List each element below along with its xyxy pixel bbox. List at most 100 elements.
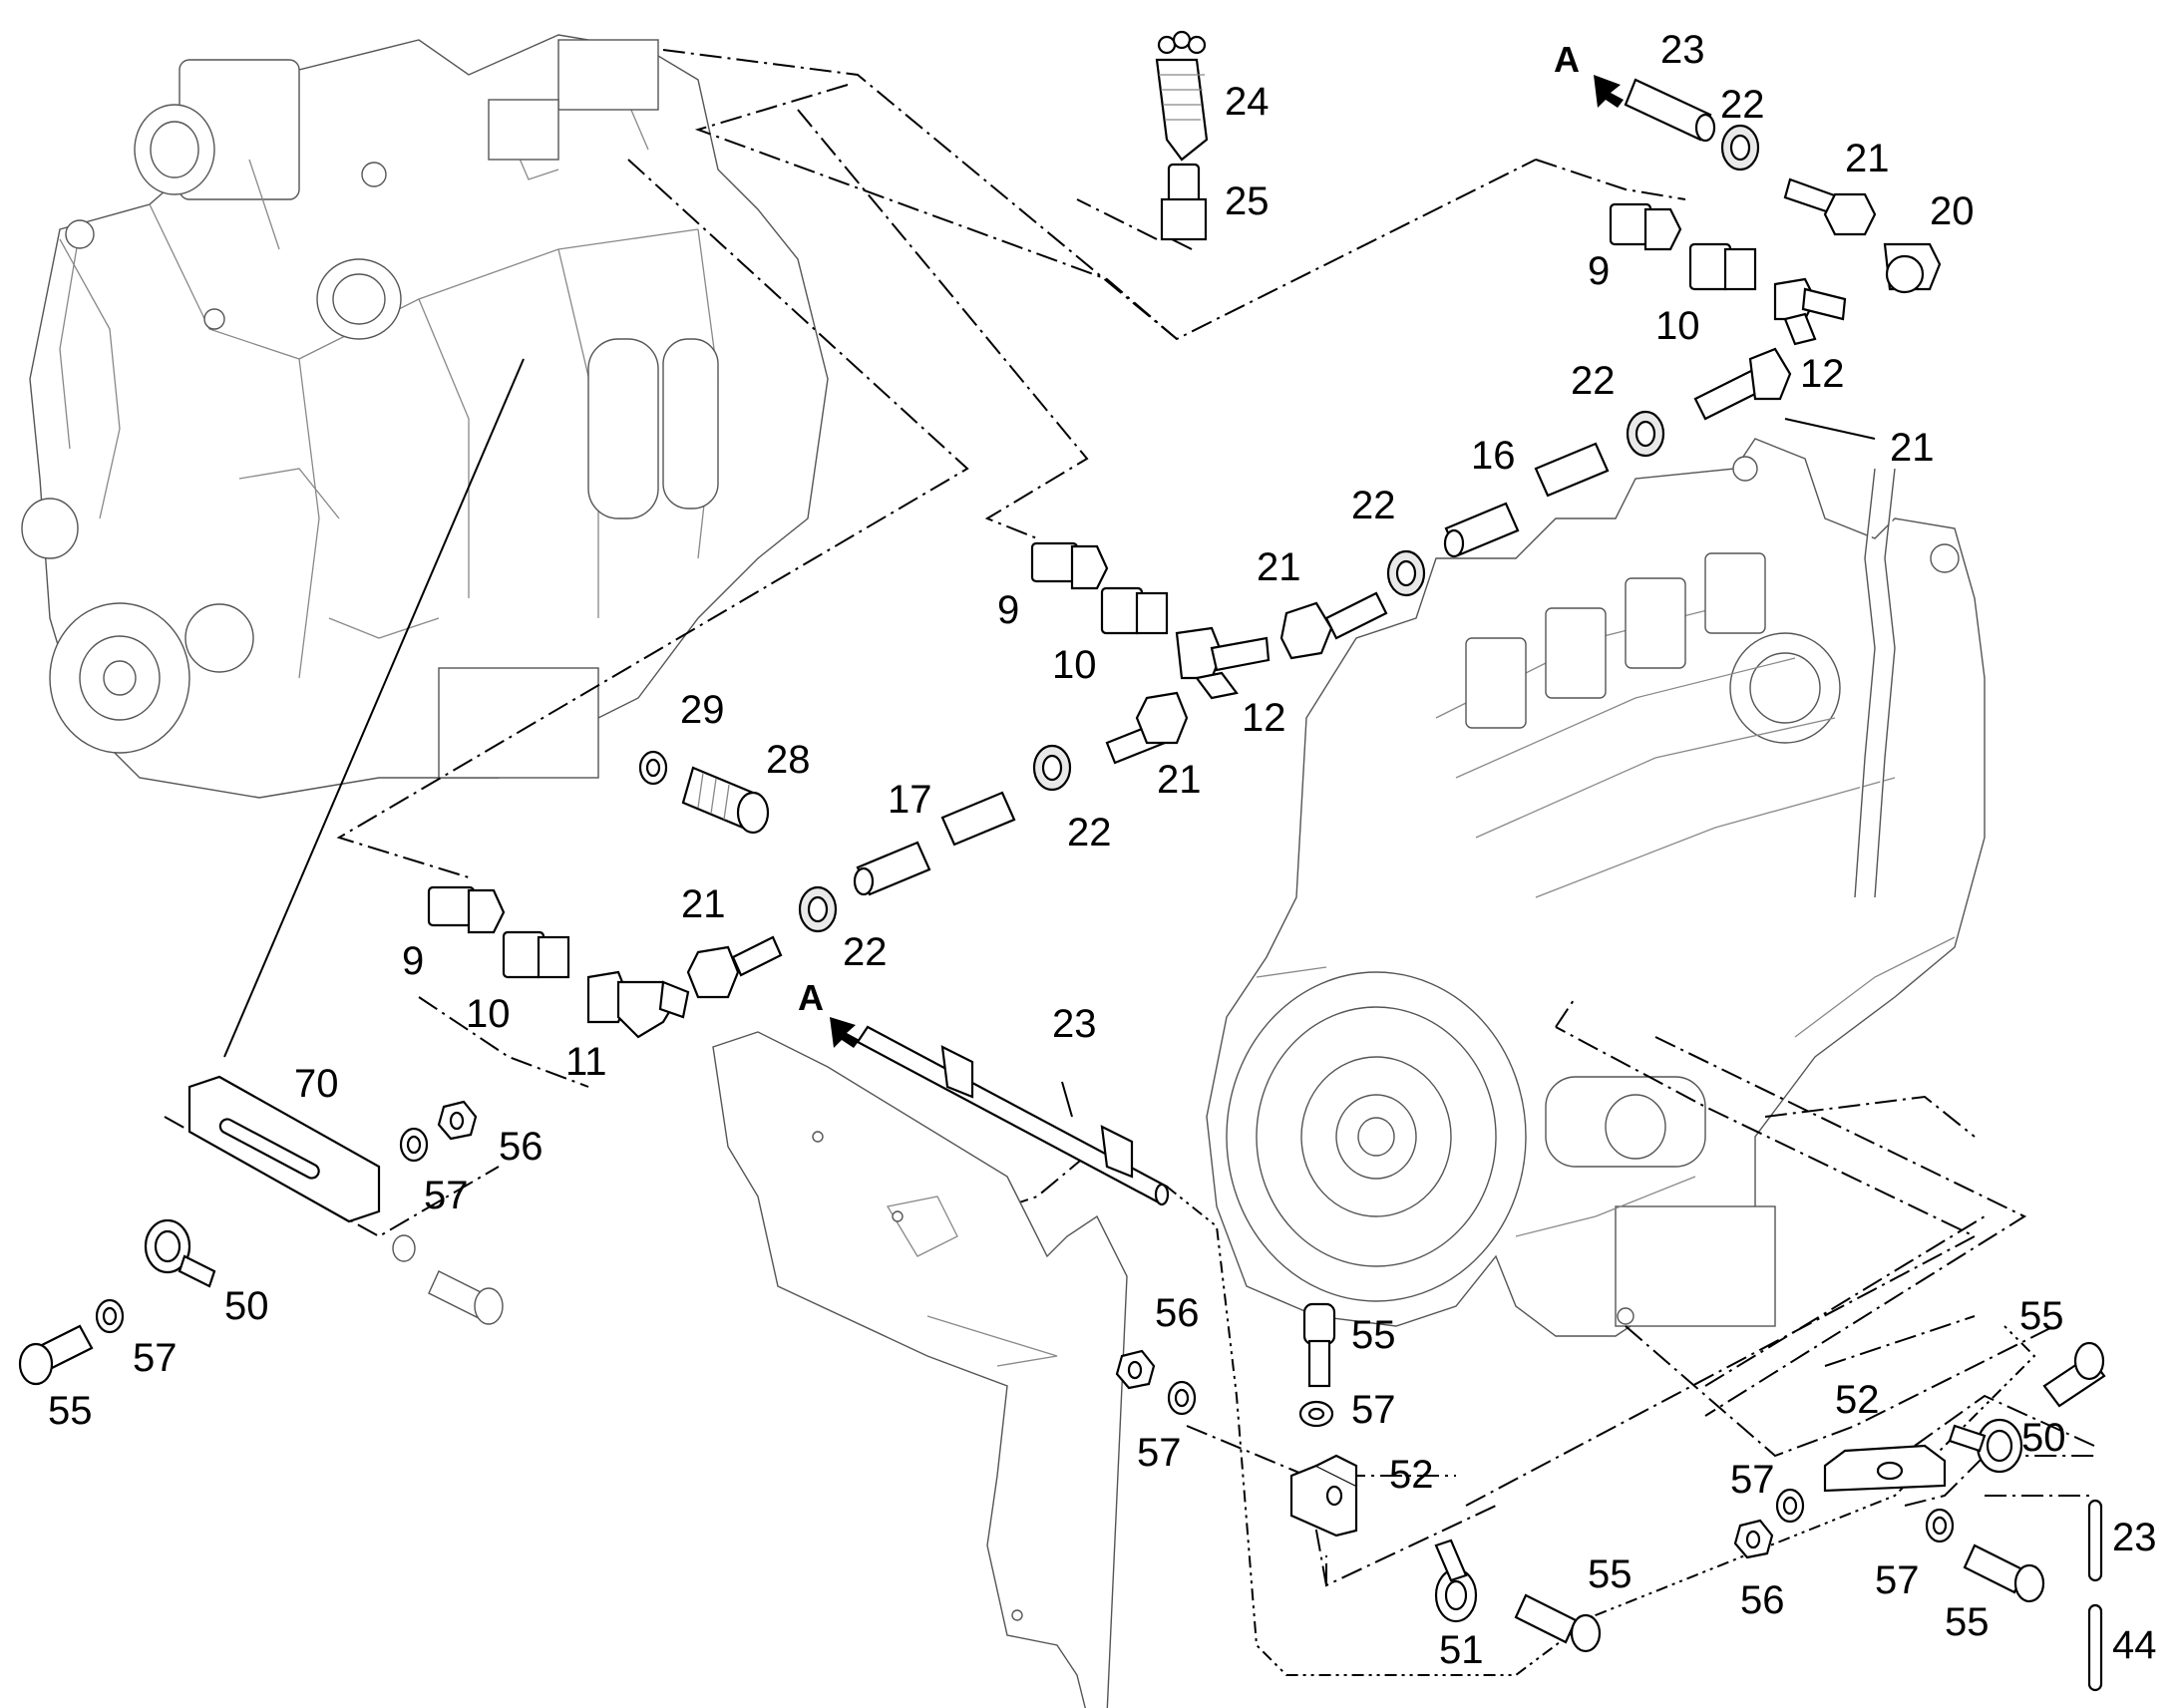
callout-16: 16 bbox=[1471, 434, 1516, 478]
bracket-52-c bbox=[1289, 1454, 1358, 1537]
right-engine-illustration bbox=[1206, 438, 1986, 1337]
callout-57-cc: 57 bbox=[1137, 1431, 1182, 1475]
callout-23-mid: 23 bbox=[1052, 1002, 1097, 1046]
tube-44 bbox=[2087, 1603, 2103, 1692]
callout-22-b: 22 bbox=[1571, 359, 1616, 403]
washer-57-c bbox=[1167, 1380, 1197, 1416]
callout-55-l: 55 bbox=[48, 1389, 93, 1433]
callout-55-rb: 55 bbox=[1945, 1600, 1990, 1644]
fitting-21-l bbox=[686, 935, 783, 999]
clamp-50-r bbox=[1948, 1418, 2023, 1474]
callout-22-l: 22 bbox=[843, 930, 888, 974]
callout-10-l: 10 bbox=[466, 992, 511, 1036]
hose-16 bbox=[1443, 442, 1610, 558]
hose-23-top bbox=[1624, 78, 1716, 143]
callout-57-ll: 57 bbox=[133, 1336, 178, 1380]
callout-57-r: 57 bbox=[1730, 1458, 1775, 1502]
callout-70: 70 bbox=[294, 1062, 339, 1106]
clamp-22-l bbox=[798, 885, 838, 933]
clamp-50-l bbox=[144, 1218, 216, 1288]
nut-56-r bbox=[1733, 1519, 1774, 1559]
nipple-25 bbox=[1160, 163, 1208, 250]
callout-57-rb: 57 bbox=[1875, 1558, 1920, 1602]
callout-21-m: 21 bbox=[1157, 758, 1202, 802]
clamp-51 bbox=[1434, 1538, 1478, 1623]
washer-57-rb bbox=[1925, 1508, 1955, 1543]
callout-22-top: 22 bbox=[1720, 83, 1765, 127]
callout-23-r: 23 bbox=[2112, 1516, 2157, 1559]
callout-21-l: 21 bbox=[681, 882, 726, 926]
callout-55-cb: 55 bbox=[1588, 1552, 1633, 1596]
callout-9-m: 9 bbox=[997, 588, 1019, 632]
adapter-9-l bbox=[427, 885, 506, 934]
adapter-10-l bbox=[502, 930, 570, 979]
coupler-24 bbox=[1155, 30, 1209, 162]
callout-23-top: 23 bbox=[1660, 28, 1705, 72]
view-arrow-a-top bbox=[1594, 75, 1624, 108]
callout-20: 20 bbox=[1930, 189, 1975, 233]
adapter-9-m bbox=[1030, 541, 1109, 590]
callout-21-b: 21 bbox=[1890, 426, 1935, 470]
callout-56-c: 56 bbox=[1155, 1291, 1200, 1335]
elbow-20 bbox=[1883, 242, 1942, 294]
bracket-52-r bbox=[1823, 1444, 1947, 1493]
callout-57-l: 57 bbox=[424, 1174, 469, 1217]
callout-21-c: 21 bbox=[1257, 545, 1301, 589]
callout-56-r: 56 bbox=[1740, 1578, 1785, 1622]
tube-23-r bbox=[2087, 1499, 2103, 1582]
callout-50-l: 50 bbox=[224, 1284, 269, 1328]
tube-23-mid bbox=[856, 1025, 1170, 1206]
callout-22-m: 22 bbox=[1067, 811, 1112, 854]
callout-12-tr: 12 bbox=[1800, 352, 1845, 396]
mounting-plate bbox=[712, 1031, 1128, 1708]
clamp-22-c bbox=[1386, 549, 1426, 597]
callout-57-c: 57 bbox=[1351, 1388, 1396, 1432]
callout-28: 28 bbox=[766, 738, 811, 782]
callout-10-m: 10 bbox=[1052, 643, 1097, 687]
fitting-21-top bbox=[1783, 177, 1877, 236]
adapter-9-tr bbox=[1609, 202, 1682, 251]
callout-21-top: 21 bbox=[1845, 137, 1890, 180]
callout-11: 11 bbox=[565, 1040, 607, 1084]
washer-57-r bbox=[1775, 1488, 1805, 1524]
washer-29 bbox=[638, 750, 668, 786]
bolt-55-c bbox=[1302, 1302, 1336, 1388]
callout-9-l: 9 bbox=[402, 939, 424, 983]
callout-50-r: 50 bbox=[2021, 1416, 2066, 1460]
callout-55-r: 55 bbox=[2019, 1294, 2064, 1338]
clamp-22-m bbox=[1032, 744, 1072, 792]
leader-23-mid bbox=[1061, 1081, 1073, 1118]
dash-dot-leaders bbox=[164, 49, 2095, 1676]
coupler-28 bbox=[681, 766, 770, 835]
nut-56-l bbox=[437, 1100, 478, 1141]
adapter-10-m bbox=[1100, 586, 1169, 635]
clamp-22-b bbox=[1626, 410, 1665, 458]
leader-70 bbox=[223, 358, 525, 1058]
fitting-21-c bbox=[1279, 591, 1388, 660]
elbow-11 bbox=[586, 970, 690, 1039]
callout-17: 17 bbox=[888, 778, 932, 822]
tee-12-tr bbox=[1773, 277, 1847, 346]
view-marker-a-top: A bbox=[1554, 39, 1580, 80]
left-engine-illustration bbox=[21, 34, 829, 799]
bolt-55-rb bbox=[1963, 1543, 2045, 1603]
bolt-55-cb bbox=[1514, 1593, 1602, 1653]
bracket-70 bbox=[187, 1075, 381, 1223]
callout-12-m: 12 bbox=[1242, 696, 1286, 740]
view-arrow-a-mid bbox=[830, 1017, 860, 1048]
leader-21-top bbox=[1784, 418, 1876, 440]
bolt-faint-l bbox=[392, 1234, 504, 1325]
callout-9-tr: 9 bbox=[1588, 249, 1610, 293]
callout-labels: 24 25 A 23 22 21 20 9 10 12 22 21 16 22 … bbox=[48, 28, 2157, 1672]
callout-29: 29 bbox=[680, 688, 725, 732]
bolt-55-l bbox=[18, 1324, 94, 1386]
callout-44: 44 bbox=[2112, 1623, 2157, 1667]
solid-leaders bbox=[223, 358, 1876, 1118]
fitting-21-m bbox=[1105, 691, 1189, 765]
tee-12-m bbox=[1175, 626, 1271, 700]
bolt-55-r bbox=[2042, 1341, 2106, 1408]
hose-17 bbox=[853, 791, 1016, 896]
fitting-21-b bbox=[1693, 347, 1792, 421]
